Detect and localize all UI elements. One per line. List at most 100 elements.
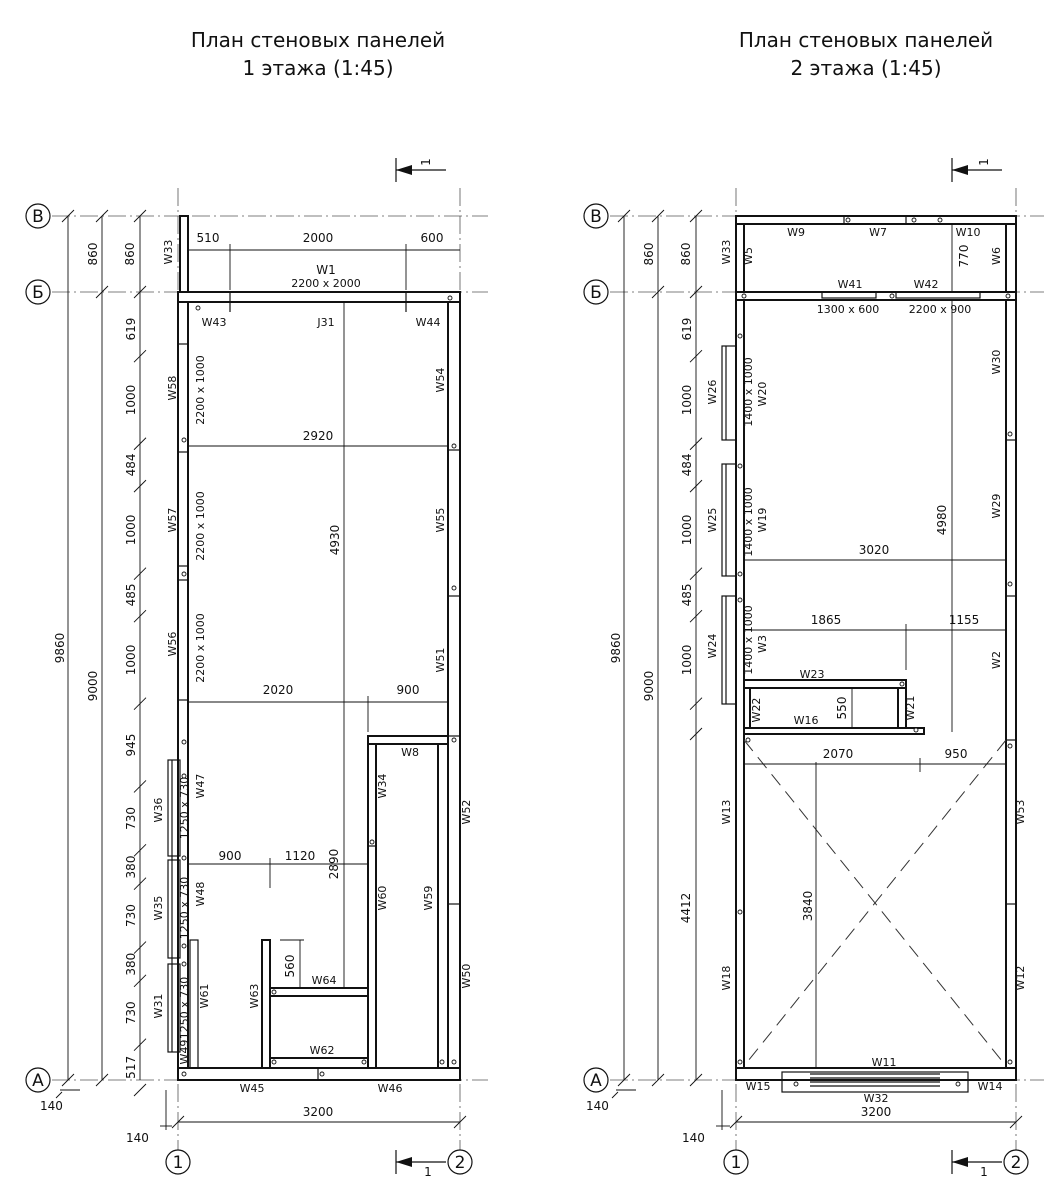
svg-text:W48: W48	[194, 882, 207, 907]
svg-text:2200 x 1000: 2200 x 1000	[194, 491, 207, 561]
floor2-chain-tick	[689, 349, 703, 363]
floor2-chain-label: 1000	[680, 515, 694, 546]
svg-text:3020: 3020	[859, 543, 890, 557]
svg-text:Б: Б	[32, 283, 44, 303]
svg-text:W29: W29	[990, 494, 1003, 519]
svg-text:W60: W60	[376, 886, 389, 911]
svg-text:В: В	[590, 207, 602, 227]
floor2-chain-label: 619	[680, 318, 694, 341]
floor1-chain-label: 517	[124, 1056, 138, 1079]
svg-text:1155: 1155	[949, 613, 980, 627]
floor1-chain-dims: 6191000484100048510009457303807303807305…	[124, 318, 147, 1097]
section-mark-bottom-2: 1	[951, 1150, 1002, 1179]
floor1-chain-tick	[133, 1038, 147, 1052]
axis-bubble-1-2: 1	[723, 1149, 749, 1175]
svg-text:140: 140	[586, 1099, 609, 1113]
floor1-chain-tick	[133, 941, 147, 954]
floor2-chain-label: 1000	[680, 385, 694, 416]
floor1-chain-tick	[133, 609, 147, 623]
floor2-chain-dims: 619 1000 484 1000 485 1000	[680, 318, 703, 711]
svg-text:W26: W26	[706, 380, 719, 405]
floor2-top: W33 W5 W9 W7 W10 W6 770	[720, 215, 1017, 293]
floor1-window-frames	[167, 759, 199, 1069]
floor2-bottom-window	[781, 1071, 969, 1093]
svg-text:3200: 3200	[303, 1105, 334, 1119]
floor1-chain-tick	[133, 437, 147, 451]
svg-text:W30: W30	[990, 350, 1003, 375]
svg-text:2020: 2020	[263, 683, 294, 697]
floor1-chain-label: 380	[124, 953, 138, 976]
svg-text:900: 900	[219, 849, 242, 863]
floor2-chain-tick	[689, 609, 703, 623]
svg-text:W36: W36	[152, 798, 165, 823]
svg-text:W24: W24	[706, 634, 719, 659]
svg-text:1: 1	[977, 158, 991, 166]
svg-text:860: 860	[86, 243, 100, 266]
floor1-chain-tick	[133, 697, 147, 711]
svg-text:W63: W63	[248, 984, 261, 1009]
svg-text:1865: 1865	[811, 613, 842, 627]
floor2-chain-tick	[689, 567, 703, 581]
svg-text:860: 860	[642, 243, 656, 266]
axis-bubble-b: Б	[25, 279, 51, 305]
floor1-chain-label: 730	[124, 1001, 138, 1024]
svg-text:W25: W25	[706, 508, 719, 533]
svg-text:W9: W9	[787, 226, 805, 239]
svg-text:W7: W7	[869, 226, 887, 239]
axis-bubble-2: 2	[447, 1149, 473, 1175]
floor1-title-line1: План стеновых панелей	[190, 28, 446, 52]
floor2-title-line1: План стеновых панелей	[738, 28, 994, 52]
svg-text:W41: W41	[838, 278, 863, 291]
svg-text:550: 550	[835, 697, 849, 720]
floor1-chain-label: 730	[124, 904, 138, 927]
svg-text:1: 1	[173, 1153, 184, 1173]
floor2-panel-labels: W26 1400 x 1000 W20 W25 1400 x 1000 W19 …	[706, 350, 1027, 1105]
svg-text:W20: W20	[756, 382, 769, 407]
floor2-chain-label: 485	[680, 583, 694, 606]
svg-text:J31: J31	[316, 316, 334, 329]
svg-text:W58: W58	[166, 376, 179, 401]
floor2-overall-dims: 9860 860 9000 860 4412 140 140	[586, 209, 730, 1145]
svg-text:W56: W56	[166, 632, 179, 657]
floor1-overall-dims: 9860 860 9000 860 140 140	[40, 209, 172, 1145]
axis-bubble-v-2: В	[583, 203, 609, 229]
svg-text:W35: W35	[152, 896, 165, 921]
floor1-chain-label: 380	[124, 856, 138, 879]
svg-text:4980: 4980	[935, 505, 949, 536]
floor1-chain-label: 619	[124, 318, 138, 341]
svg-text:W49: W49	[178, 1040, 191, 1065]
svg-text:1: 1	[424, 1165, 432, 1179]
floor2-interior-dims: 4980 3020 1865 1155 2070 950 3200	[729, 300, 1023, 1129]
svg-text:2070: 2070	[823, 747, 854, 761]
floor1-chain-label: 1000	[124, 645, 138, 676]
svg-text:950: 950	[945, 747, 968, 761]
svg-text:2: 2	[1011, 1153, 1022, 1173]
svg-text:W13: W13	[720, 800, 733, 825]
floor2-chain-label: 484	[680, 453, 694, 476]
svg-text:1400 x 1000: 1400 x 1000	[742, 487, 755, 557]
svg-text:140: 140	[126, 1131, 149, 1145]
svg-text:1250 x 730: 1250 x 730	[178, 777, 191, 840]
svg-text:W34: W34	[376, 774, 389, 799]
floor1-chain-tick	[133, 479, 147, 493]
svg-text:Б: Б	[590, 283, 602, 303]
svg-text:W51: W51	[434, 648, 447, 673]
svg-text:1400 x 1000: 1400 x 1000	[742, 357, 755, 427]
svg-text:560: 560	[283, 955, 297, 978]
svg-text:4930: 4930	[328, 525, 342, 556]
floor1-chain-label: 945	[124, 734, 138, 757]
floor1-plan: В Б А 1 2 1 1	[25, 158, 488, 1179]
svg-text:1300 x 600: 1300 x 600	[817, 303, 880, 316]
floor2-chain-label: 1000	[680, 645, 694, 676]
svg-text:W32: W32	[864, 1092, 889, 1105]
svg-text:2200 x 2000: 2200 x 2000	[291, 277, 361, 290]
svg-text:W61: W61	[198, 984, 211, 1009]
floor1-chain-tick	[133, 780, 147, 793]
svg-text:2000: 2000	[303, 231, 334, 245]
axis-bubble-a: А	[25, 1067, 51, 1093]
svg-text:W55: W55	[434, 508, 447, 533]
svg-text:А: А	[32, 1071, 44, 1091]
svg-text:2: 2	[455, 1153, 466, 1173]
axis-bubble-1: 1	[165, 1149, 191, 1175]
svg-text:9000: 9000	[86, 671, 100, 702]
